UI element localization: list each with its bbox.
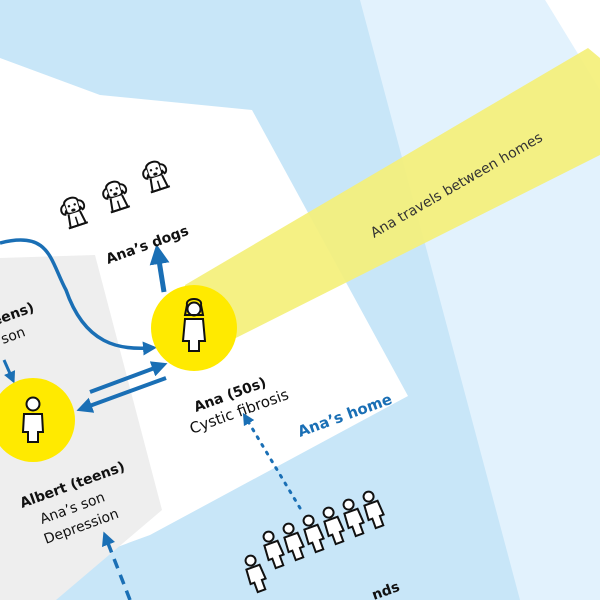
arrow-ana-to-dogs [149, 244, 170, 293]
travel-band [185, 48, 600, 362]
label-friends-partial: nds [370, 579, 402, 600]
person-icon [181, 298, 207, 352]
arrow-ana-to-albert [76, 376, 167, 413]
arrow-curve-to-ana [0, 238, 157, 356]
sons-home-panel [0, 255, 162, 600]
dotted-arrow-friends-to-ana [242, 412, 302, 510]
friends-group-icon [240, 488, 389, 595]
dashed-arrow-to-albert [101, 531, 132, 600]
arrow-left-down [2, 359, 16, 384]
arrow-albert-to-ana [89, 361, 168, 394]
